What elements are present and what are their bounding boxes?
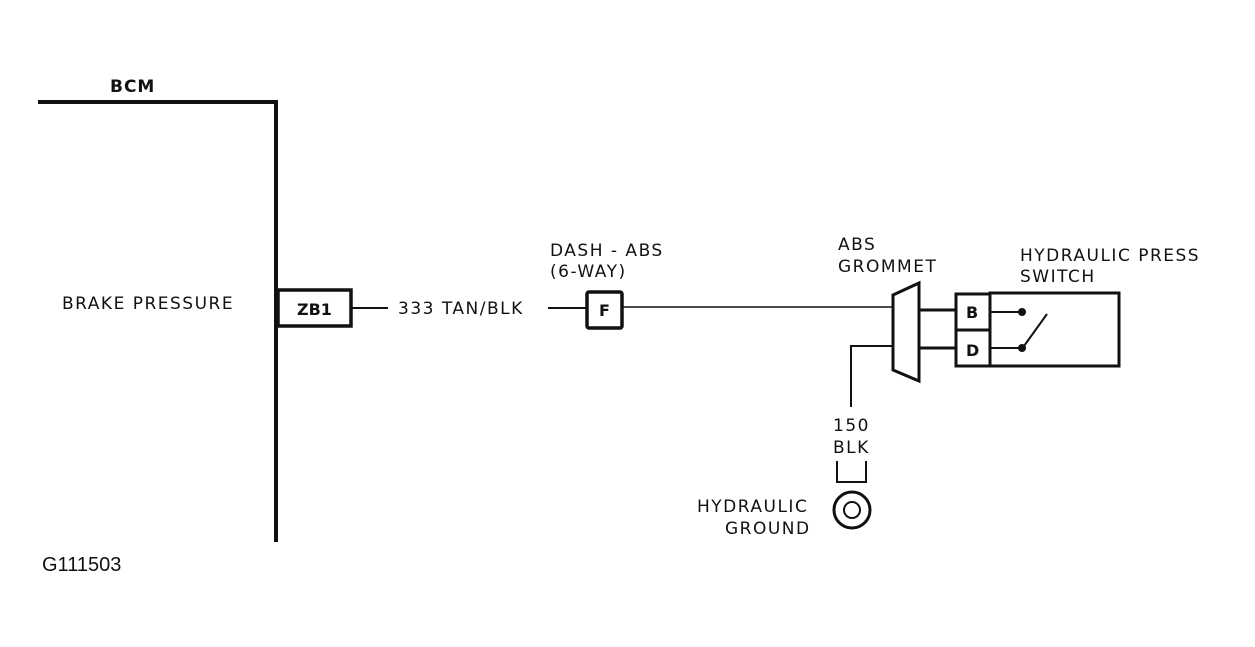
dash-abs-connector-label-1: DASH - ABS [550, 241, 664, 261]
hydraulic-ground-inner [843, 501, 861, 519]
bcm-module-outline [38, 100, 278, 542]
brake-pressure-label: BRAKE PRESSURE [62, 294, 234, 314]
zb1-terminal-box [276, 288, 353, 328]
abs-grommet-shape [891, 280, 921, 384]
abs-grommet-label-2: GROMMET [838, 257, 937, 277]
switch-label-2: SWITCH [1020, 267, 1096, 287]
zb1-terminal-label: ZB1 [297, 300, 332, 319]
wire-blk-label: BLK [833, 438, 870, 458]
switch-housing [988, 291, 1121, 368]
wire-150-blk [850, 345, 893, 407]
wire-150-label: 150 [833, 416, 870, 436]
switch-terminal-b: B [966, 303, 978, 322]
abs-grommet-label-1: ABS [838, 235, 876, 255]
switch-blade [1023, 313, 1048, 347]
dash-abs-connector-label-2: (6-WAY) [550, 262, 627, 282]
connector-f-label: F [599, 301, 610, 320]
switch-terminal-d: D [966, 341, 979, 360]
hydraulic-ground-label-2: GROUND [725, 519, 811, 539]
switch-label-1: HYDRAULIC PRESS [1020, 246, 1200, 266]
hydraulic-ground-label-1: HYDRAULIC [697, 497, 808, 517]
bcm-title: BCM [110, 77, 155, 97]
wire-333-label: 333 TAN/BLK [398, 299, 524, 319]
wire-150-to-ground [836, 461, 867, 483]
switch-contact-b [1018, 308, 1026, 316]
figure-id: G111503 [42, 554, 121, 576]
connector-f-box [585, 290, 624, 330]
